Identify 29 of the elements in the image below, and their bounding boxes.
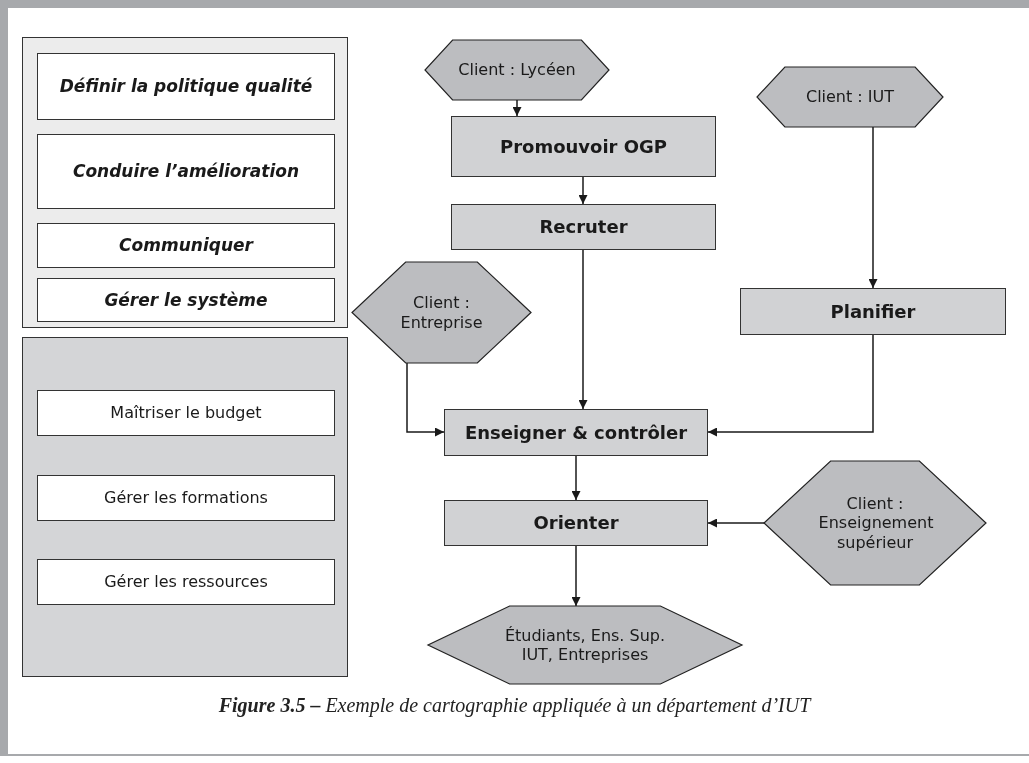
node-label: Gérer les formations xyxy=(104,488,268,508)
node-label: Planifier xyxy=(830,300,916,323)
node-label: Client : Entreprise xyxy=(399,293,484,332)
node-label: Étudiants, Ens. Sup. IUT, Entreprises xyxy=(503,625,667,665)
arrow xyxy=(707,334,874,437)
node-label: Conduire l’amélioration xyxy=(72,161,300,182)
node-label: Communiquer xyxy=(119,235,253,256)
arrow xyxy=(512,99,522,117)
node-label: Client : Enseignement supérieur xyxy=(818,494,932,552)
panel-background xyxy=(22,337,348,677)
panel-background xyxy=(22,37,348,328)
node-label: Orienter xyxy=(533,512,619,534)
arrow xyxy=(707,518,765,528)
node-label: Promouvoir OGP xyxy=(499,135,668,158)
node-label: Maîtriser le budget xyxy=(110,403,262,423)
node-label: Client : Lycéen xyxy=(458,60,576,80)
arrow xyxy=(571,545,581,607)
arrow xyxy=(578,176,588,205)
arrow xyxy=(571,455,581,501)
arrow xyxy=(578,249,588,410)
node-label: Enseigner & contrôler xyxy=(464,421,688,444)
arrow xyxy=(868,126,878,289)
node-label: Recruter xyxy=(539,216,628,238)
node-label: Gérer le système xyxy=(104,289,268,311)
arrow xyxy=(406,362,445,437)
figure-caption: Figure 3.5 – Exemple de cartographie appliquée à un département d’IUT xyxy=(217,694,813,717)
node-label: Client : IUT xyxy=(805,87,895,107)
node-label: Gérer les ressources xyxy=(104,572,268,592)
node-label: Définir la politique qualité xyxy=(59,76,313,97)
